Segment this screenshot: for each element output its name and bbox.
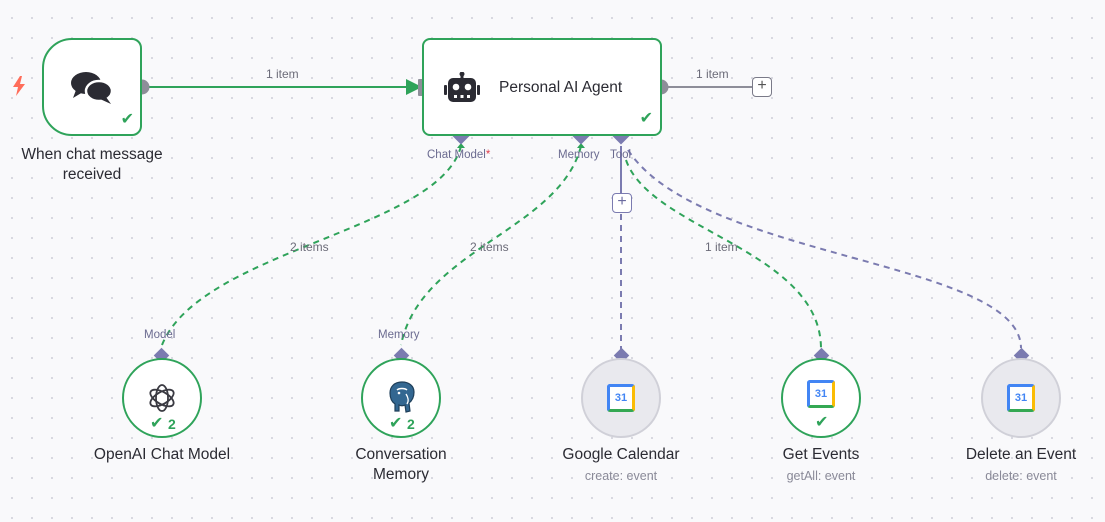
get-events-success-check-icon: ✔ [815, 414, 829, 431]
openai-run-count-badge: 2 [168, 416, 176, 432]
agent-node-title: Personal AI Agent [499, 79, 623, 96]
delete-event-node[interactable]: 31 [981, 358, 1061, 438]
delete-event-node-subtitle: delete: event [985, 469, 1057, 483]
delete-event-node-title: Delete an Event [965, 446, 1077, 463]
openai-icon [149, 384, 175, 412]
edge-label-model: 2 items [290, 240, 329, 254]
edge-label-get-events: 1 item [705, 240, 738, 254]
robot-icon [444, 72, 480, 102]
edge-tool-get-events[interactable] [625, 159, 822, 349]
edge-label-trigger-agent: 1 item [266, 67, 299, 81]
google-calendar-node-subtitle: create: event [584, 469, 658, 483]
edge-label-agent-out: 1 item [696, 67, 729, 81]
get-events-node[interactable]: 31 ✔ [781, 358, 861, 438]
google-calendar-node-title: Google Calendar [562, 446, 680, 463]
port-label-memory: Memory [558, 149, 600, 161]
google-calendar-icon: 31 [807, 380, 835, 408]
google-calendar-node[interactable]: 31 [581, 358, 661, 438]
conversation-memory-node[interactable]: ✔ 2 [361, 358, 441, 438]
openai-node-title: OpenAI Chat Model [93, 446, 231, 463]
edge-memory[interactable] [400, 145, 582, 346]
edge-tool-delete-event[interactable] [627, 149, 1022, 349]
trigger-bolt-icon [13, 76, 25, 96]
openai-success-check-icon: ✔ [150, 415, 164, 432]
edge-chat-model[interactable] [161, 145, 462, 346]
google-calendar-icon: 31 [1007, 384, 1035, 412]
chat-trigger-node[interactable]: ✔ [42, 38, 142, 136]
trigger-success-check-icon: ✔ [120, 111, 134, 128]
openai-port-label: Model [144, 329, 176, 341]
trigger-node-title: When chat message received [21, 146, 163, 183]
openai-chat-model-node[interactable]: ✔ 2 [122, 358, 202, 438]
get-events-node-title: Get Events [782, 446, 860, 463]
port-label-chat-model: Chat Model* [427, 149, 491, 161]
google-calendar-icon: 31 [607, 384, 635, 412]
port-label-tool: Tool [610, 149, 632, 161]
agent-success-check-icon: ✔ [639, 110, 653, 127]
add-node-after-agent-button[interactable]: + [752, 77, 772, 97]
edge-label-memory: 2 items [470, 240, 509, 254]
chat-bubbles-icon [71, 72, 114, 104]
memory-port-label: Memory [378, 329, 420, 341]
memory-run-count-badge: 2 [407, 416, 415, 432]
add-tool-button[interactable]: + [612, 193, 632, 213]
ai-agent-node[interactable]: Personal AI Agent ✔ [422, 38, 662, 136]
memory-node-title: Conversation Memory [355, 446, 447, 483]
memory-success-check-icon: ✔ [389, 415, 403, 432]
get-events-node-subtitle: getAll: event [786, 469, 856, 483]
postgres-elephant-icon [389, 381, 415, 413]
